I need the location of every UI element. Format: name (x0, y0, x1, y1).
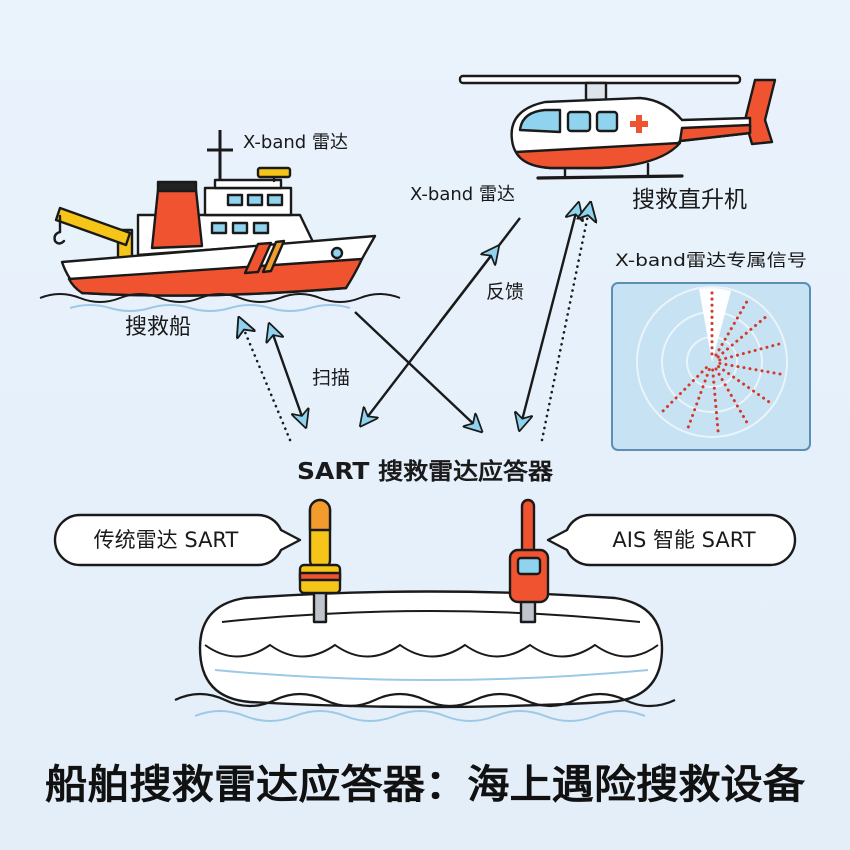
rescue-helicopter-icon (458, 74, 777, 180)
life-raft-icon (174, 590, 676, 722)
medical-cross-icon (630, 115, 648, 133)
radar-signal-dots (659, 288, 785, 436)
helicopter-window (595, 110, 619, 133)
heli-radar-label: X-band 雷达 (410, 184, 515, 205)
bridge-window (246, 193, 264, 207)
radar-signal-ray (685, 368, 711, 432)
ship-radar-antenna-icon (256, 166, 292, 179)
feedback-label: 反馈 (486, 281, 524, 303)
radar-display-panel (611, 282, 811, 451)
bubble-traditional-sart: 传统雷达 SART (53, 513, 302, 567)
bubble-ais-sart: AIS 智能 SART (546, 513, 797, 567)
helicopter-skid (536, 174, 684, 180)
helicopter-label: 搜救直升机 (632, 187, 747, 213)
ship-to-sart-arrow (354, 311, 480, 430)
radar-signal-ray (718, 341, 784, 362)
sart-label: SART 搜救雷达应答器 (297, 458, 554, 485)
ship-funnel (150, 188, 204, 250)
ship-waves (39, 293, 401, 303)
feedback-arrow (439, 248, 497, 323)
ais-sart-screen (516, 556, 542, 576)
traditional-sart-device-icon (298, 498, 342, 624)
radar-signal-ray (711, 368, 720, 436)
bridge-window (226, 193, 244, 207)
bubble-right-text: AIS 智能 SART (612, 528, 755, 552)
radar-sweep-beam (699, 288, 731, 362)
ship-window (252, 221, 270, 235)
radar-signal-ray (718, 361, 785, 377)
bubble-left-text: 传统雷达 SART (94, 528, 239, 552)
raft-rope (204, 643, 659, 658)
signal-arrows (240, 205, 590, 442)
ship-crane (53, 206, 134, 260)
ship-porthole (330, 246, 344, 260)
helicopter-window (566, 110, 592, 133)
helicopter-belly-stripe (514, 141, 682, 170)
radar-signal-label: X-band雷达专属信号 (615, 251, 807, 271)
radar-signal-ray (714, 298, 750, 357)
ship-stripe (243, 241, 273, 275)
ship-label: 搜救船 (125, 315, 191, 340)
raft-waves (174, 692, 676, 708)
page-title: 船舶搜救雷达应答器：海上遇险搜救设备 (45, 762, 806, 808)
scan-arrow-ship (270, 326, 305, 425)
bridge-window (266, 193, 284, 207)
helicopter-tail-fin (743, 78, 777, 146)
radar-signal-ray (716, 314, 769, 359)
rescue-ship-icon (39, 130, 401, 312)
radar-signal-ray (659, 366, 708, 415)
scan-arrow-heli (520, 205, 578, 428)
radar-signal-ray (714, 367, 750, 426)
scan-label: 扫描 (312, 367, 350, 389)
ship-stripe (261, 239, 286, 274)
ship-window (210, 221, 228, 235)
helicopter-cockpit-window (518, 108, 562, 134)
ship-window (231, 221, 249, 235)
ship-radar-label: X-band 雷达 (243, 132, 348, 153)
ais-sart-device-icon (508, 498, 550, 624)
radar-signal-ray (717, 365, 773, 405)
